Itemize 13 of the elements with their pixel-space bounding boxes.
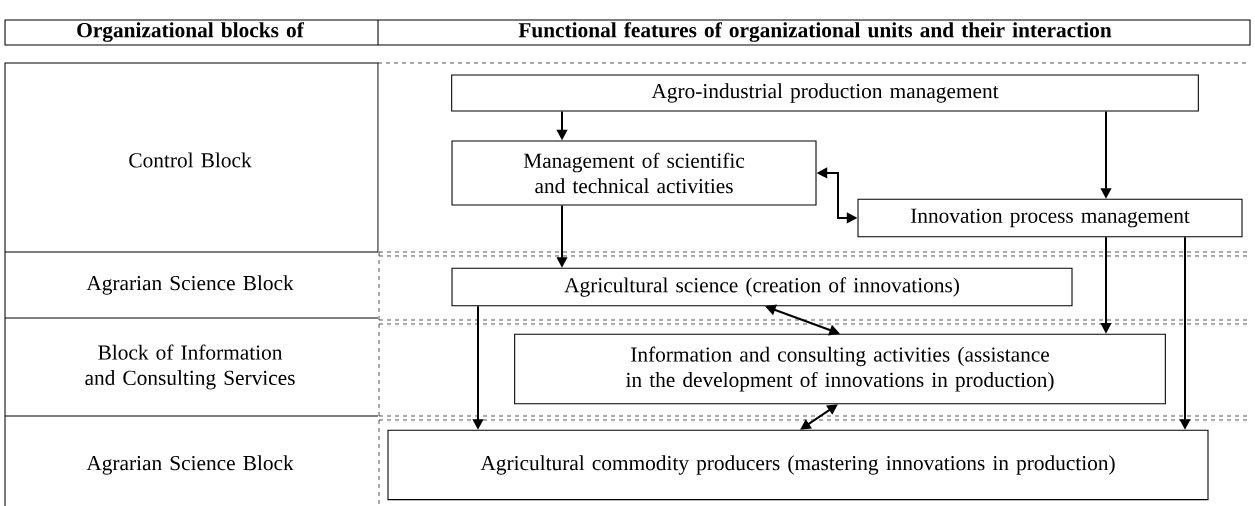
process-box: Innovation process management	[857, 198, 1243, 238]
row-label: Agrarian Science Block	[86, 275, 294, 295]
row-label: Block of Information and Consulting Services	[85, 344, 295, 390]
process-box: Agro-industrial production management	[451, 74, 1199, 112]
process-box: Agricultural science (creation of innovations)	[451, 267, 1073, 307]
process-box: Management of scientific and technical activities	[451, 140, 817, 206]
column-header: Organizational blocks of	[77, 22, 304, 42]
process-box: Information and consulting activities (assistance in the development of innovations in production)	[514, 333, 1166, 405]
process-box: Agricultural commodity producers (mastering innovations in production)	[387, 429, 1209, 501]
arrow	[800, 404, 838, 430]
row-label: Agrarian Science Block	[86, 455, 294, 475]
column-header: Functional features of organizational units and their interaction	[518, 22, 1112, 42]
row-label: Control Block	[129, 152, 252, 168]
